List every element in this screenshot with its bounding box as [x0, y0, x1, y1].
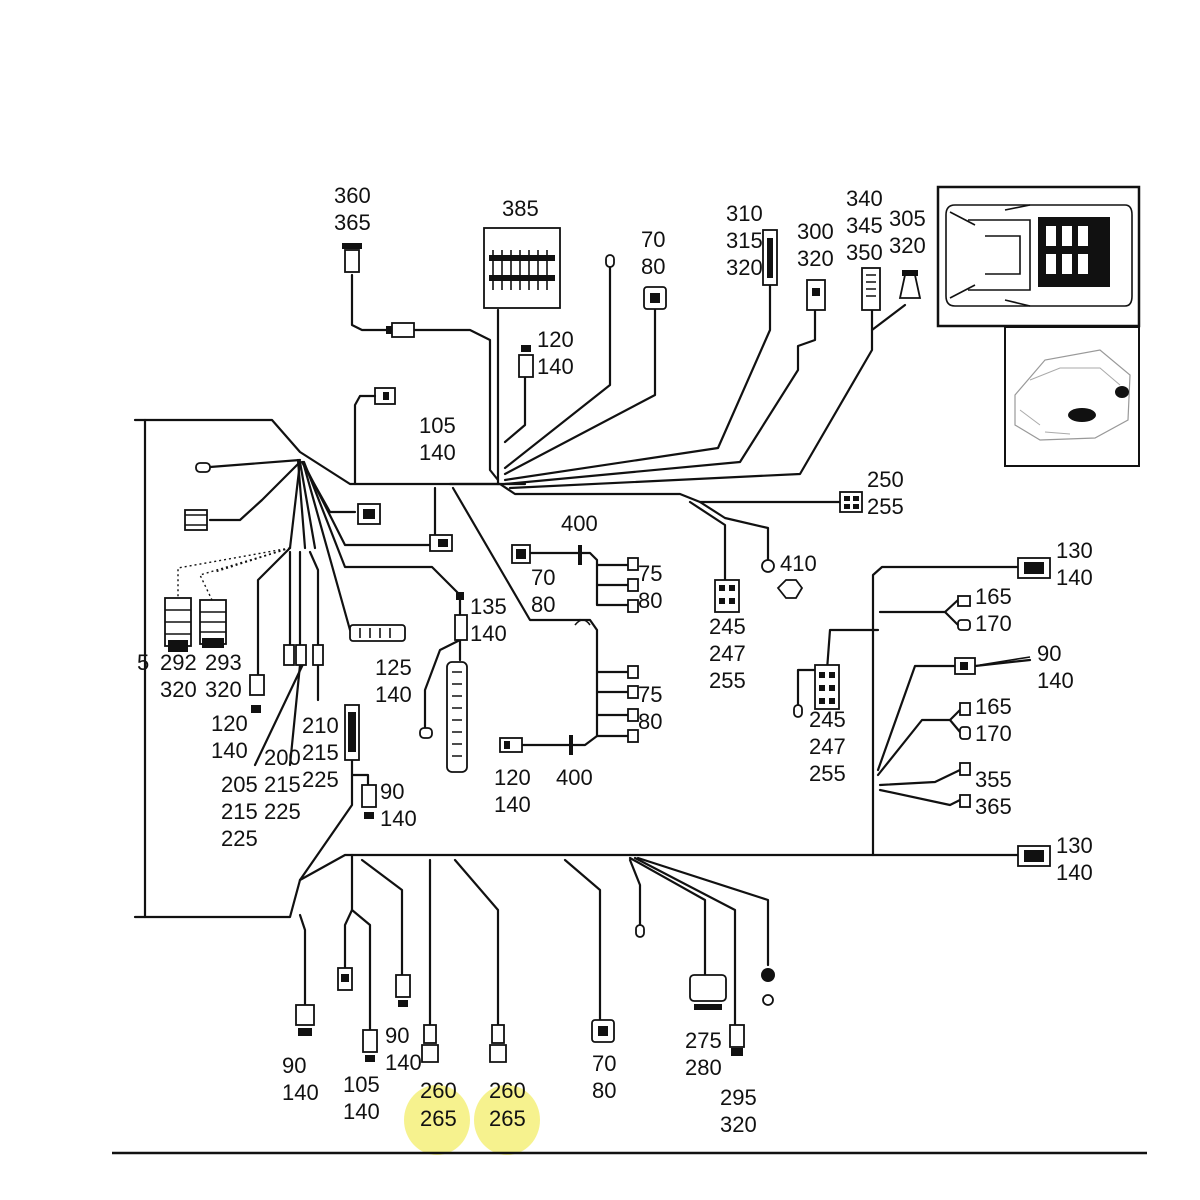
label-340: 340 — [846, 186, 883, 211]
label-170: 170 — [975, 611, 1012, 636]
label-360: 360 — [334, 183, 371, 208]
label-140: 140 — [470, 621, 507, 646]
label-200: 200 — [264, 745, 301, 770]
label-315: 315 — [726, 228, 763, 253]
label-75: 75 — [638, 682, 662, 707]
label-210: 210 — [302, 713, 339, 738]
label-90: 90 — [1037, 641, 1061, 666]
label-320: 320 — [720, 1112, 757, 1137]
label-247: 247 — [809, 734, 846, 759]
label-80: 80 — [638, 709, 662, 734]
label-215: 215 — [302, 740, 339, 765]
connectors — [164, 227, 1051, 1063]
label-140: 140 — [211, 738, 248, 763]
label-355: 355 — [975, 767, 1012, 792]
label-120: 120 — [494, 765, 531, 790]
vehicle-perspective-inset — [1004, 326, 1140, 467]
label-292: 292 — [160, 650, 197, 675]
label-225: 225 — [264, 799, 301, 824]
label-165: 165 — [975, 584, 1012, 609]
label-245: 245 — [809, 707, 846, 732]
label-293: 293 — [205, 650, 242, 675]
label-345: 345 — [846, 213, 883, 238]
label-90: 90 — [282, 1053, 306, 1078]
vehicle-top-view-inset — [936, 185, 1141, 328]
label-90: 90 — [385, 1023, 409, 1048]
leader-lines — [979, 656, 1031, 666]
label-265: 265 — [489, 1106, 526, 1131]
label-275: 275 — [685, 1028, 722, 1053]
label-140: 140 — [380, 806, 417, 831]
label-140: 140 — [375, 682, 412, 707]
label-250: 250 — [867, 467, 904, 492]
label-400: 400 — [561, 511, 598, 536]
label-120: 120 — [211, 711, 248, 736]
label-215: 215 — [264, 772, 301, 797]
highlight-260-265-left — [404, 1085, 470, 1155]
label-365: 365 — [334, 210, 371, 235]
label-280: 280 — [685, 1055, 722, 1080]
label-255: 255 — [809, 761, 846, 786]
label-70: 70 — [641, 227, 665, 252]
label-295: 295 — [720, 1085, 757, 1110]
label-140: 140 — [1056, 565, 1093, 590]
highlight-260-265-right — [474, 1085, 540, 1155]
label-140: 140 — [419, 440, 456, 465]
label-140: 140 — [343, 1099, 380, 1124]
label-320: 320 — [797, 246, 834, 271]
label-80: 80 — [638, 588, 662, 613]
label-120: 120 — [537, 327, 574, 352]
label-300: 300 — [797, 219, 834, 244]
label-130: 130 — [1056, 833, 1093, 858]
label-80: 80 — [531, 592, 555, 617]
label-140: 140 — [537, 354, 574, 379]
label-320: 320 — [205, 677, 242, 702]
label-255: 255 — [867, 494, 904, 519]
label-5: 5 — [137, 650, 149, 675]
label-205: 205 — [221, 772, 258, 797]
label-135: 135 — [470, 594, 507, 619]
label-320: 320 — [726, 255, 763, 280]
label-225: 225 — [221, 826, 258, 851]
label-320: 320 — [889, 233, 926, 258]
label-385: 385 — [502, 196, 539, 221]
label-265: 265 — [420, 1106, 457, 1131]
label-140: 140 — [385, 1050, 422, 1075]
label-140: 140 — [282, 1080, 319, 1105]
label-365: 365 — [975, 794, 1012, 819]
label-260: 260 — [489, 1078, 526, 1103]
label-80: 80 — [641, 254, 665, 279]
label-245: 245 — [709, 614, 746, 639]
label-350: 350 — [846, 240, 883, 265]
label-215: 215 — [221, 799, 258, 824]
label-140: 140 — [1037, 668, 1074, 693]
label-130: 130 — [1056, 538, 1093, 563]
wires — [133, 263, 1032, 1032]
label-260: 260 — [420, 1078, 457, 1103]
label-70: 70 — [531, 565, 555, 590]
label-140: 140 — [494, 792, 531, 817]
label-70: 70 — [592, 1051, 616, 1076]
label-310: 310 — [726, 201, 763, 226]
label-105: 105 — [343, 1072, 380, 1097]
label-140: 140 — [1056, 860, 1093, 885]
callout-labels: 385 360 365 70 80 310 315 320 300 320 34… — [137, 183, 1093, 1137]
label-90: 90 — [380, 779, 404, 804]
label-400: 400 — [556, 765, 593, 790]
label-80: 80 — [592, 1078, 616, 1103]
label-105: 105 — [419, 413, 456, 438]
label-170: 170 — [975, 721, 1012, 746]
label-125: 125 — [375, 655, 412, 680]
label-225: 225 — [302, 767, 339, 792]
label-320: 320 — [160, 677, 197, 702]
label-255: 255 — [709, 668, 746, 693]
label-305: 305 — [889, 206, 926, 231]
label-247: 247 — [709, 641, 746, 666]
label-165: 165 — [975, 694, 1012, 719]
label-410: 410 — [780, 551, 817, 576]
label-75: 75 — [638, 561, 662, 586]
